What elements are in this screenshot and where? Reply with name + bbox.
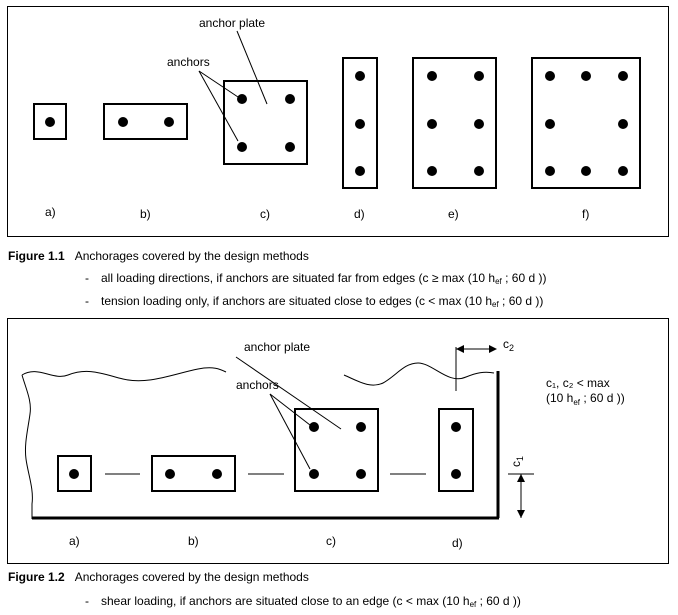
anchor bbox=[451, 422, 461, 432]
anchorage-d bbox=[342, 57, 378, 189]
c1-arrow-bottom bbox=[517, 510, 525, 518]
anchor bbox=[545, 71, 555, 81]
anchorage-b bbox=[103, 103, 188, 140]
anchor bbox=[427, 166, 437, 176]
figure-caption-text: Anchorages covered by the design methods bbox=[74, 249, 309, 263]
figure-1-2-caption: Figure 1.2 Anchorages covered by the desi… bbox=[8, 570, 309, 584]
figure-1-1-bullet-2: -tension loading only, if anchors are si… bbox=[85, 294, 544, 309]
sublabel-c: c) bbox=[260, 207, 270, 221]
edge-distance-condition-line2: (10 hef ; 60 d )) bbox=[546, 391, 625, 407]
anchor bbox=[237, 94, 247, 104]
c2-arrow-left bbox=[456, 345, 464, 353]
anchor bbox=[355, 166, 365, 176]
sublabel-a: a) bbox=[69, 534, 80, 548]
anchor bbox=[474, 71, 484, 81]
anchor-plate bbox=[294, 408, 379, 492]
anchorage-b bbox=[151, 455, 236, 492]
sublabel-d: d) bbox=[452, 536, 463, 550]
anchors-leader-lower bbox=[198, 70, 239, 142]
anchor bbox=[618, 166, 628, 176]
edge-distance-condition-line1: c₁, c₂ < max bbox=[546, 376, 610, 390]
anchor bbox=[237, 142, 247, 152]
sublabel-d: d) bbox=[354, 207, 365, 221]
c1-arrow-top bbox=[517, 474, 525, 482]
anchor bbox=[309, 422, 319, 432]
figure-1-1-panel: anchor plate anchors bbox=[7, 6, 669, 237]
anchor bbox=[451, 469, 461, 479]
anchor bbox=[212, 469, 222, 479]
anchorage-c bbox=[294, 408, 379, 492]
anchorage-c bbox=[223, 80, 308, 165]
figure-1-1-bullet-1: -all loading directions, if anchors are … bbox=[85, 271, 547, 286]
sublabel-b: b) bbox=[140, 207, 151, 221]
anchor bbox=[285, 94, 295, 104]
anchor-plate bbox=[33, 103, 67, 140]
sublabel-a: a) bbox=[45, 205, 56, 219]
anchorage-a bbox=[57, 455, 92, 492]
figure-caption-text: Anchorages covered by the design methods bbox=[74, 570, 309, 584]
anchors-leader-lower bbox=[269, 393, 311, 470]
anchor bbox=[45, 117, 55, 127]
figure-number: Figure 1.2 bbox=[8, 570, 65, 584]
figure-number: Figure 1.1 bbox=[8, 249, 65, 263]
concrete-break-line-vertical bbox=[21, 374, 33, 519]
anchor bbox=[165, 469, 175, 479]
anchorage-a bbox=[33, 103, 67, 140]
anchor-plate-leader bbox=[235, 356, 342, 430]
anchor bbox=[545, 166, 555, 176]
anchor-plate-leader bbox=[236, 30, 268, 105]
anchors-leader-upper bbox=[198, 70, 239, 98]
sublabel-f: f) bbox=[582, 207, 589, 221]
c2-label: c2 bbox=[503, 337, 514, 353]
anchorage-f bbox=[531, 57, 641, 189]
anchor-plate-label: anchor plate bbox=[244, 340, 310, 354]
concrete-break-line-right bbox=[343, 362, 495, 386]
figure-1-2-bullet-1: -shear loading, if anchors are situated … bbox=[85, 594, 521, 609]
anchorage-d bbox=[438, 408, 474, 492]
anchor bbox=[164, 117, 174, 127]
anchor bbox=[285, 142, 295, 152]
anchor bbox=[474, 119, 484, 129]
figure-1-2-panel: anchor plate anchors c2 c1 c₁, c₂ < max … bbox=[7, 318, 669, 564]
anchor bbox=[118, 117, 128, 127]
figure-1-1-diagram: anchor plate anchors bbox=[33, 16, 641, 221]
anchor-plate bbox=[223, 80, 308, 165]
figure-1-2-diagram: anchor plate anchors c2 c1 c₁, c₂ < max … bbox=[21, 337, 625, 550]
sublabel-b: b) bbox=[188, 534, 199, 548]
anchors-label: anchors bbox=[236, 378, 279, 392]
anchor-plate-label: anchor plate bbox=[199, 16, 265, 30]
anchor bbox=[427, 119, 437, 129]
figure-1-1-caption: Figure 1.1 Anchorages covered by the desi… bbox=[8, 249, 309, 263]
anchor bbox=[581, 71, 591, 81]
anchor bbox=[618, 119, 628, 129]
anchors-leader-upper bbox=[269, 393, 311, 426]
anchor bbox=[427, 71, 437, 81]
anchor bbox=[355, 71, 365, 81]
anchor-plate bbox=[151, 455, 236, 492]
anchor bbox=[356, 469, 366, 479]
anchor bbox=[309, 469, 319, 479]
anchor bbox=[474, 166, 484, 176]
anchor-plate bbox=[103, 103, 188, 140]
anchor bbox=[545, 119, 555, 129]
sublabel-e: e) bbox=[448, 207, 459, 221]
sublabel-c: c) bbox=[326, 534, 336, 548]
anchors-label: anchors bbox=[167, 55, 210, 69]
c2-arrow-right bbox=[489, 345, 497, 353]
anchor bbox=[581, 166, 591, 176]
anchorage-e bbox=[412, 57, 497, 189]
anchor bbox=[355, 119, 365, 129]
concrete-break-line-left bbox=[21, 367, 227, 382]
anchor bbox=[356, 422, 366, 432]
anchor bbox=[69, 469, 79, 479]
anchor bbox=[618, 71, 628, 81]
c1-label: c1 bbox=[509, 456, 525, 467]
